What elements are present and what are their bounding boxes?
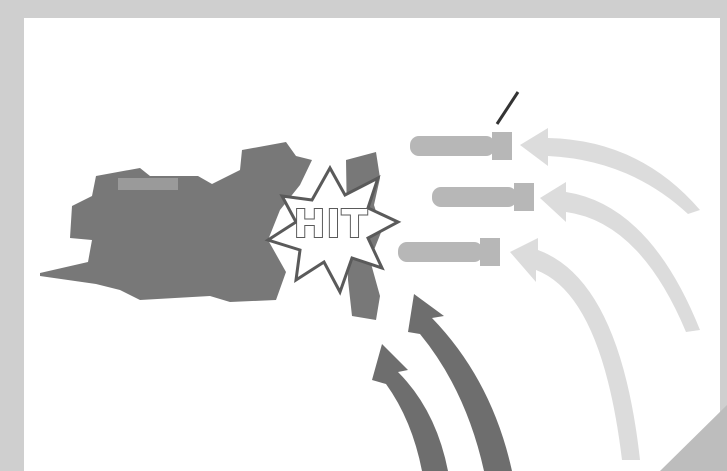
trajectory-arrow-icon [540, 182, 700, 332]
dark-trajectory-arrows [372, 294, 512, 471]
missile-icon [398, 238, 500, 266]
page-corner-fold [660, 405, 727, 471]
trajectory-arrow-icon [372, 344, 448, 471]
light-trajectory-arrows [510, 128, 700, 460]
missiles [398, 132, 534, 266]
trajectory-arrow-icon [510, 238, 640, 460]
annotation-leader-line [497, 92, 518, 124]
impact-text: HIT [286, 202, 376, 246]
missile-icon [432, 183, 534, 211]
missile-icon [410, 132, 512, 160]
